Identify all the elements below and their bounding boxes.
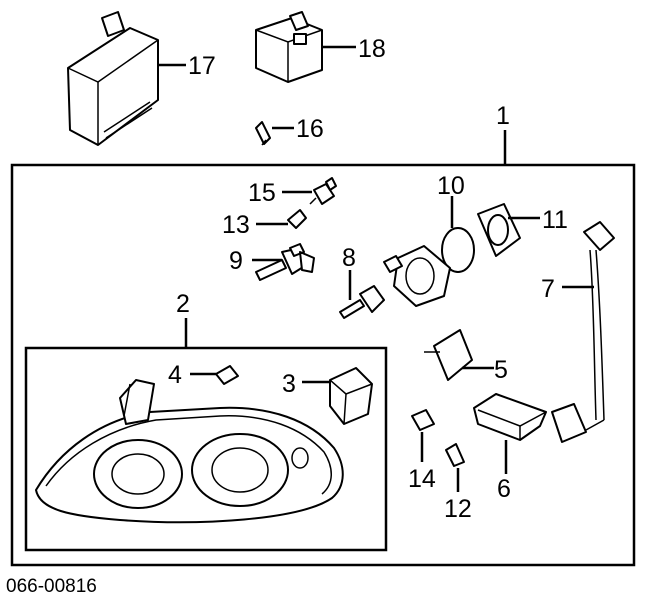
callout-8: 8 — [342, 244, 356, 272]
part-7-wiring-harness[interactable] — [551, 221, 615, 443]
part-8-bulb[interactable] — [339, 285, 385, 319]
part-4-cap[interactable] — [215, 365, 239, 385]
part-5-leveling-bracket[interactable] — [424, 329, 473, 381]
callout-13: 13 — [222, 211, 250, 239]
part-10-dust-cover[interactable] — [441, 227, 475, 273]
callout-1: 1 — [496, 102, 510, 130]
part-3-actuator[interactable] — [329, 367, 373, 425]
callout-15: 15 — [248, 179, 276, 207]
inner-assembly-frame — [24, 346, 388, 552]
callout-9: 9 — [229, 247, 243, 275]
part-6-ballast-module[interactable] — [473, 393, 547, 441]
part-13-wedge-bulb[interactable] — [287, 209, 307, 229]
part-18-relay-module[interactable] — [255, 11, 323, 83]
part-11-retaining-ring[interactable] — [477, 203, 521, 257]
callout-4: 4 — [168, 361, 182, 389]
callout-18: 18 — [358, 35, 386, 63]
callout-6: 6 — [497, 475, 511, 503]
part-17-control-module[interactable] — [67, 11, 159, 146]
lamp-housing-adapter[interactable] — [383, 245, 451, 307]
callout-3: 3 — [282, 370, 296, 398]
catalog-code: 066-00816 — [6, 576, 97, 597]
callout-12: 12 — [444, 495, 472, 523]
callout-11: 11 — [542, 206, 568, 234]
headlamp-housing[interactable] — [35, 379, 344, 524]
part-14-side-bulb[interactable] — [411, 409, 435, 431]
outer-assembly-frame — [10, 163, 636, 567]
callout-5: 5 — [494, 356, 508, 384]
part-16-bulb[interactable] — [255, 121, 271, 146]
callout-10: 10 — [437, 172, 465, 200]
part-15-bulb-socket[interactable] — [309, 177, 337, 205]
callout-17: 17 — [188, 52, 216, 80]
callout-16: 16 — [296, 115, 324, 143]
callout-7: 7 — [541, 275, 555, 303]
part-9-headlamp-bulb[interactable] — [255, 243, 315, 281]
callout-14: 14 — [408, 465, 436, 493]
part-12-wedge-bulb[interactable] — [445, 443, 465, 467]
callout-2: 2 — [176, 290, 190, 318]
